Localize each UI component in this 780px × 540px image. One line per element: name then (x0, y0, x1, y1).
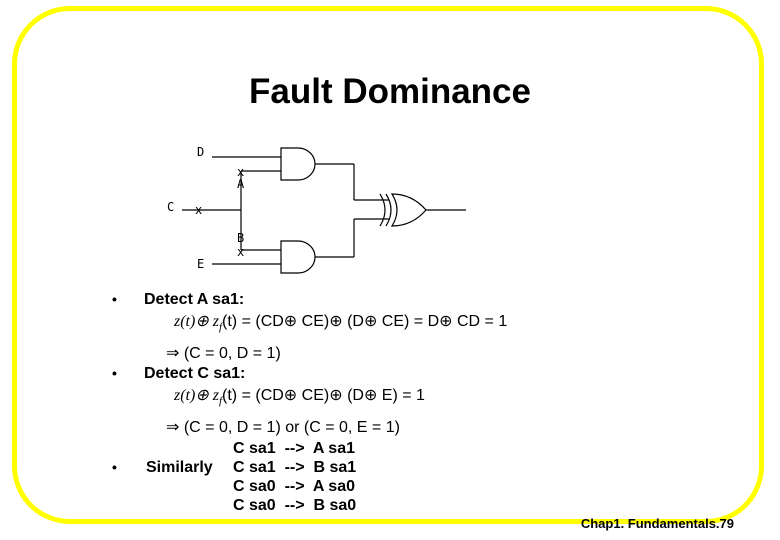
fault-mark-b: x (237, 245, 244, 259)
fault-mapping-list: C sa1 --> A sa1 C sa1 --> B sa1 C sa0 --… (233, 439, 356, 515)
input-label-e: E (197, 257, 204, 271)
bullet-2-title: Detect C sa1: (144, 365, 246, 382)
fault-mapping: C sa0 --> B sa0 (233, 497, 357, 514)
slide-frame (12, 6, 764, 524)
fault-mark-c: x (195, 203, 202, 217)
bullet-1-title: Detect A sa1: (144, 291, 245, 308)
equation-1: z(t)⊕ zf(t) = (CD⊕ CE)⊕ (D⊕ CE) = D⊕ CD … (174, 313, 508, 334)
xor-gate-extra-arc (385, 193, 392, 227)
equation-2: z(t)⊕ zf(t) = (CD⊕ CE)⊕ (D⊕ E) = 1 (174, 387, 425, 408)
fault-label-a: A (237, 177, 245, 191)
slide-title: Fault Dominance (249, 72, 531, 111)
fault-mapping: C sa0 --> A sa0 (233, 478, 355, 495)
bullet-dot: • (112, 459, 117, 475)
bullet-3-title: Similarly (146, 459, 213, 476)
bullet-dot: • (112, 291, 117, 307)
result-1: ⇒ (C = 0, D = 1) (166, 345, 281, 362)
fault-mark-a: x (237, 165, 244, 179)
xor-gate-extra-arc (379, 193, 386, 227)
input-label-d: D (197, 145, 204, 159)
bullet-dot: • (112, 365, 117, 381)
input-label-c: C (167, 200, 174, 214)
xor-gate (390, 193, 427, 227)
and-gate-top (280, 147, 316, 181)
fault-mapping: C sa1 --> A sa1 (233, 440, 355, 457)
result-2: ⇒ (C = 0, D = 1) or (C = 0, E = 1) (166, 419, 400, 436)
fault-label-b: B (237, 231, 244, 245)
fault-mapping: C sa1 --> B sa1 (233, 459, 357, 476)
and-gate-bottom (280, 240, 316, 274)
slide-footer: Chap1. Fundamentals.79 (580, 516, 734, 531)
